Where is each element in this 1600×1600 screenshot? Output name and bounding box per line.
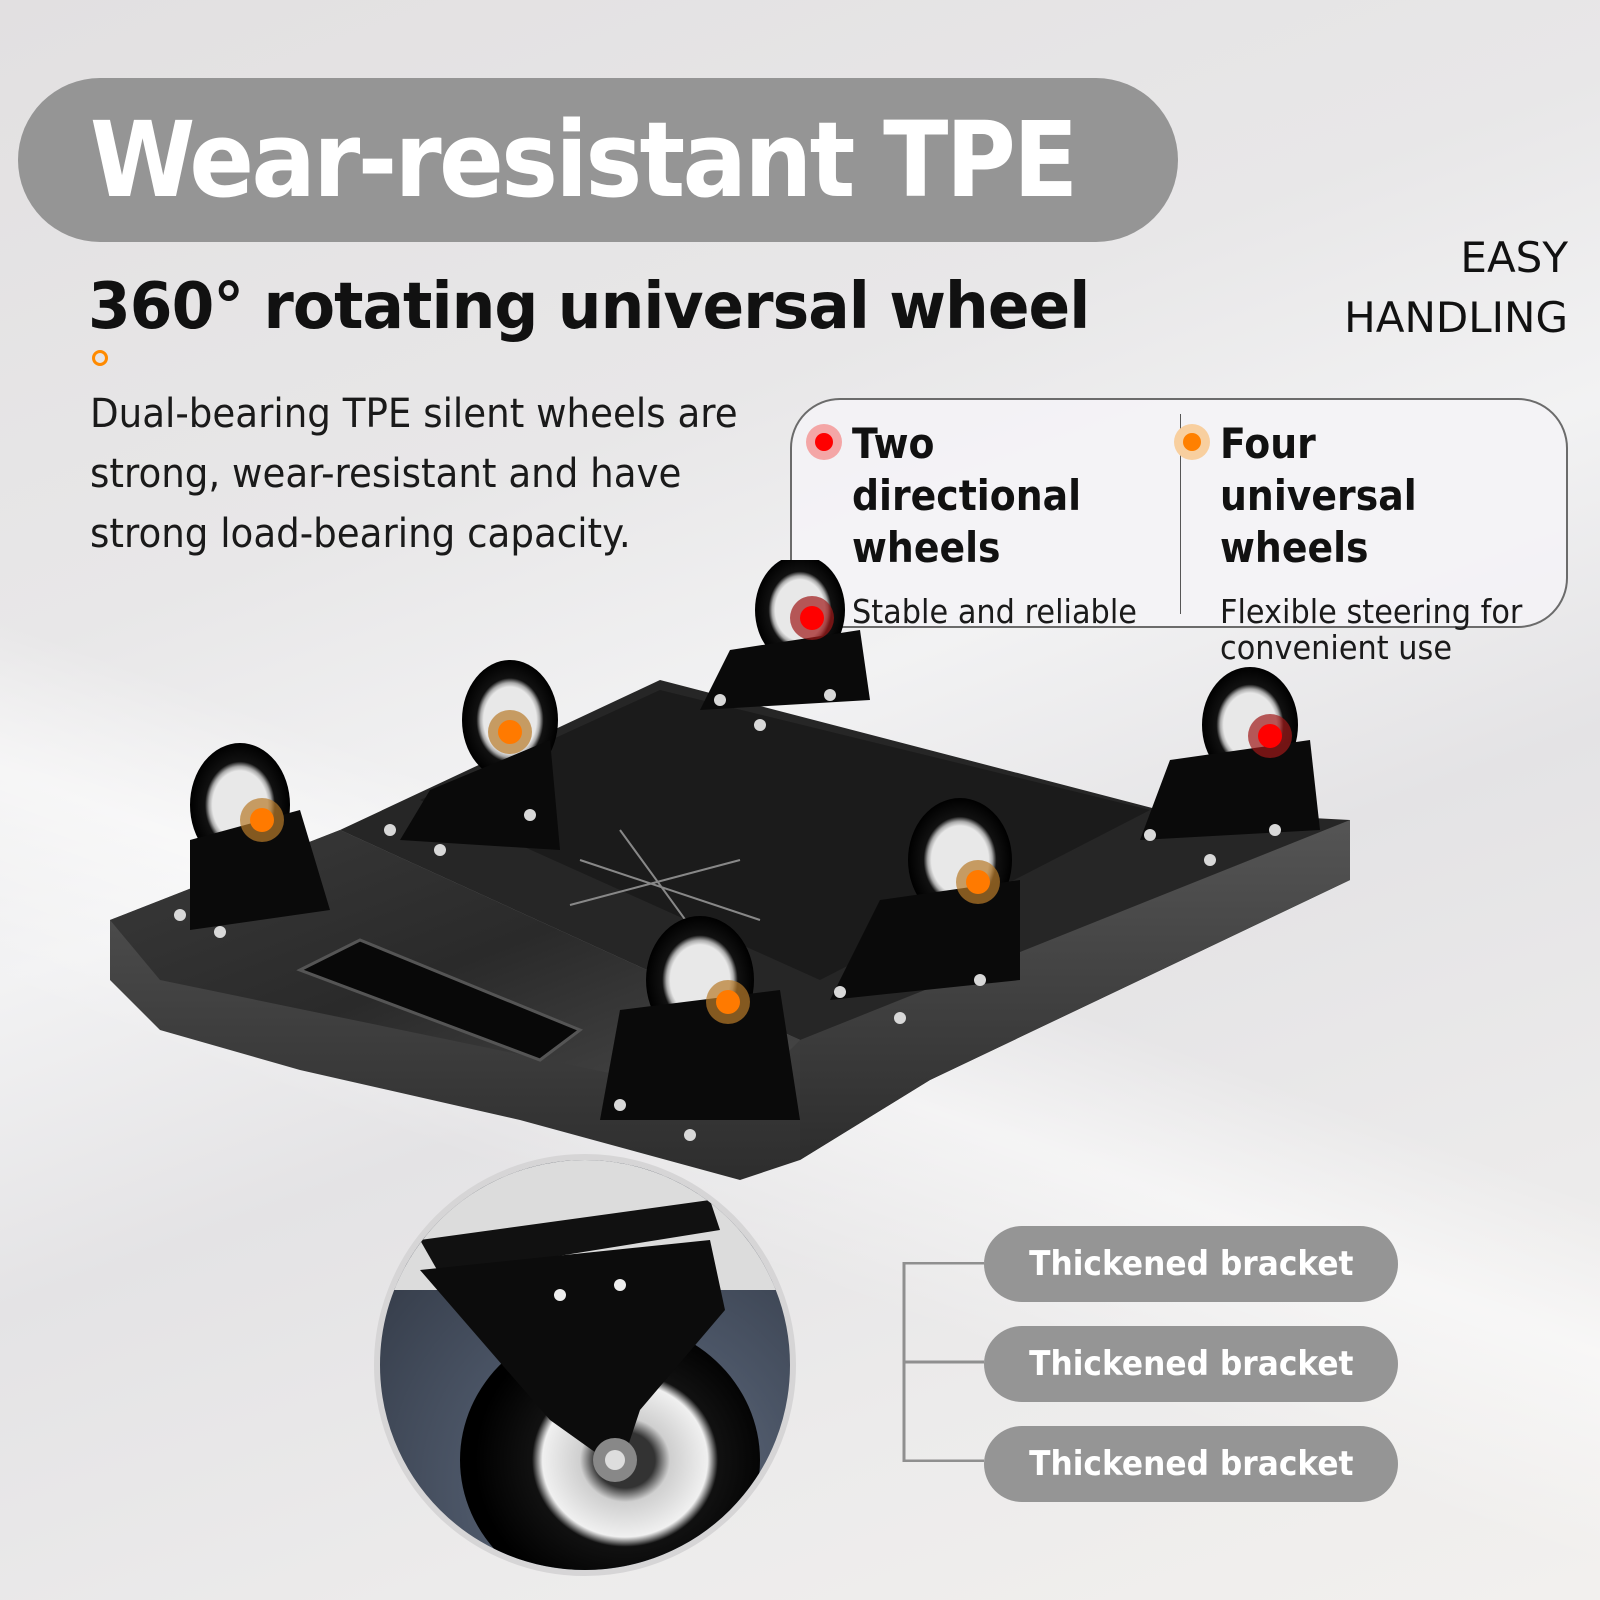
tagline-line-2: HANDLING <box>1344 293 1568 342</box>
caster-wheel <box>190 743 330 930</box>
legend-title-line: Four universal <box>1220 419 1417 520</box>
legend-title-line: wheels <box>1220 523 1369 572</box>
description: Dual-bearing TPE silent wheels are stron… <box>90 384 741 564</box>
accent-ring-icon <box>92 350 108 366</box>
legend-description: Flexible steering for convenient use <box>1220 594 1527 666</box>
page-title: Wear-resistant TPE <box>90 99 1079 221</box>
legend-title-line: wheels <box>852 523 1001 572</box>
subtitle: 360° rotating universal wheel <box>88 270 1090 344</box>
feature-pill: Thickened bracket <box>984 1226 1398 1302</box>
feature-pill: Thickened bracket <box>984 1326 1398 1402</box>
legend-description-line: Flexible steering for <box>1220 592 1523 631</box>
legend-title-line: Two directional <box>852 419 1082 520</box>
wheel-legend: Two directional wheels Stable and reliab… <box>790 398 1568 666</box>
feature-pill: Thickened bracket <box>984 1426 1398 1502</box>
feature-label: Thickened bracket <box>1028 1344 1354 1384</box>
tagline: EASY HANDLING <box>1344 228 1568 348</box>
description-line: strong load-bearing capacity. <box>90 511 631 557</box>
orange-dot-icon <box>1174 424 1210 460</box>
description-line: strong, wear-resistant and have <box>90 451 682 497</box>
description-line: Dual-bearing TPE silent wheels are <box>90 391 738 437</box>
legend-divider <box>1180 414 1181 614</box>
legend-description-line: convenient use <box>1220 628 1453 667</box>
legend-title: Four universal wheels <box>1220 418 1521 574</box>
caster-closeup-image <box>374 1154 796 1576</box>
feature-connector-lines <box>902 1262 984 1462</box>
red-dot-icon <box>806 424 842 460</box>
legend-item-directional: Two directional wheels Stable and reliab… <box>806 418 1176 630</box>
tagline-line-1: EASY <box>1460 233 1568 282</box>
legend-item-universal: Four universal wheels Flexible steering … <box>1174 418 1554 666</box>
legend-description: Stable and reliable <box>852 592 1137 631</box>
feature-label: Thickened bracket <box>1028 1444 1354 1484</box>
feature-label: Thickened bracket <box>1028 1244 1354 1284</box>
legend-title: Two directional wheels <box>852 418 1144 574</box>
trolley-base-image <box>110 560 1350 1180</box>
title-banner: Wear-resistant TPE <box>18 78 1178 242</box>
